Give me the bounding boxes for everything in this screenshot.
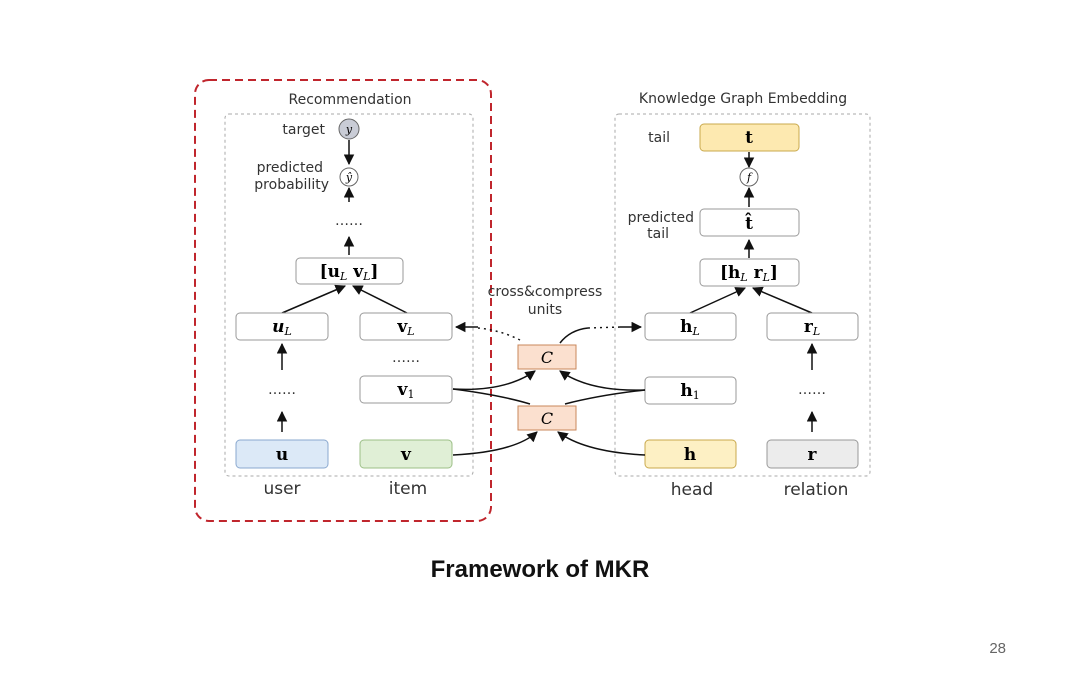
left-mid-dots-u: …… <box>268 382 296 398</box>
hL-box <box>644 312 737 341</box>
concat-uv-box <box>295 257 404 285</box>
right-mid-dots: …… <box>798 382 826 398</box>
uL-label: uL <box>272 317 292 338</box>
t-label: t <box>745 128 753 148</box>
y-hat-node <box>339 167 359 187</box>
h-label: h <box>684 445 696 465</box>
cc-unit-bottom <box>517 405 577 431</box>
hL-label: hL <box>680 317 700 338</box>
cc-unit-top-label: C <box>541 348 553 367</box>
caption: Framework of MKR <box>430 556 650 583</box>
cc-unit-bottom-label: C <box>541 409 553 428</box>
item-label: item <box>389 479 427 499</box>
left-mid-dots-v: …… <box>392 350 420 366</box>
concat-uv-label: [uL vL] <box>320 262 379 283</box>
concat-hr-label: [hL rL] <box>720 263 778 284</box>
r-box <box>766 439 859 469</box>
cross-compress-label-line2: units <box>528 302 562 318</box>
left-top-dots: …… <box>335 213 363 229</box>
relation-label: relation <box>784 480 849 500</box>
rL-box <box>766 312 859 341</box>
predicted-probability-line1: predicted <box>257 160 323 176</box>
recommendation-boundary <box>194 79 492 522</box>
u-label: u <box>276 445 288 465</box>
rL-label: rL <box>804 317 820 338</box>
recommendation-panel <box>224 113 474 477</box>
u-box <box>235 439 329 469</box>
predicted-tail-line2: tail <box>647 226 669 242</box>
cc-unit-top <box>517 344 577 370</box>
user-label: user <box>263 479 300 499</box>
predicted-tail-line1: predicted <box>628 210 694 226</box>
recommendation-title: Recommendation <box>288 92 411 108</box>
target-label: target <box>282 122 325 138</box>
f-node <box>739 167 759 187</box>
v-label: v <box>400 445 412 465</box>
t-box <box>699 123 800 152</box>
vL-box <box>359 312 453 341</box>
h-box <box>644 439 737 469</box>
t-hat-label: t̂ <box>744 213 753 234</box>
f-label: f <box>746 171 753 184</box>
y-node <box>338 118 360 140</box>
vL-label: vL <box>396 317 414 338</box>
r-label: r <box>808 445 818 465</box>
predicted-probability-line2: probability <box>254 177 329 193</box>
page-number: 28 <box>989 640 1006 657</box>
v1-label: v1 <box>397 380 415 401</box>
concat-hr-box <box>699 258 800 287</box>
v1-box <box>359 375 453 404</box>
cross-compress-label-line1: cross&compress <box>488 284 603 300</box>
h1-label: h1 <box>680 381 699 402</box>
tail-label: tail <box>648 130 670 146</box>
head-label: head <box>671 480 713 500</box>
t-hat-box <box>699 208 800 237</box>
uL-box <box>235 312 329 341</box>
v-box <box>359 439 453 469</box>
kge-title: Knowledge Graph Embedding <box>639 91 847 107</box>
y-hat-label: ŷ <box>345 171 353 184</box>
y-node-label: y <box>345 123 353 136</box>
kge-panel <box>614 113 871 477</box>
